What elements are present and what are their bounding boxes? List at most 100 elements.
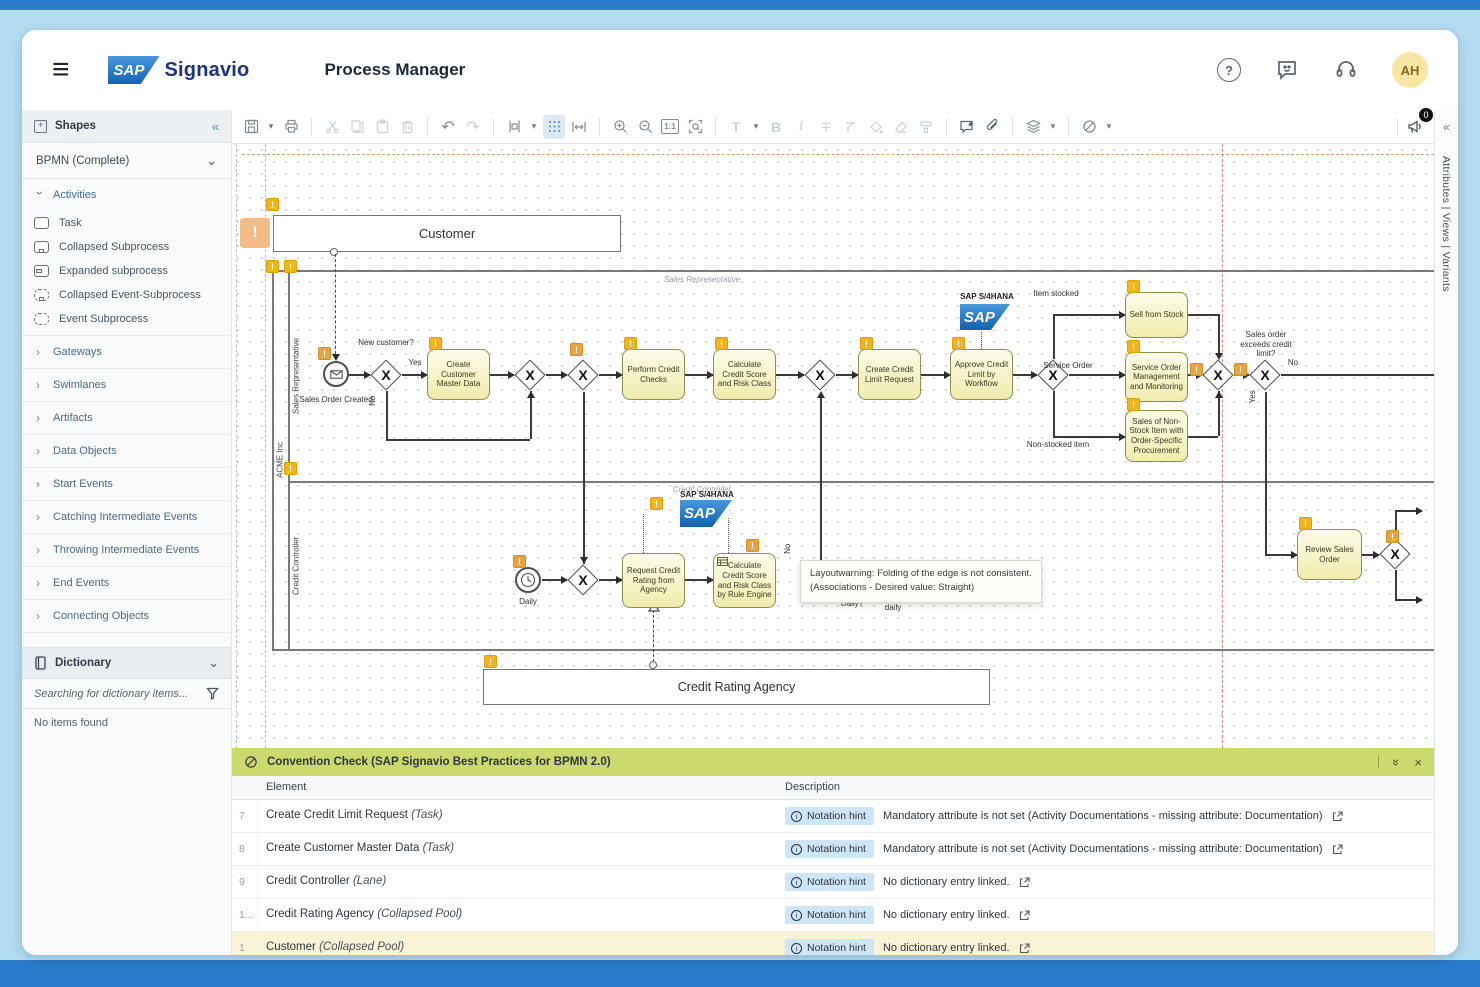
warning-badge[interactable]: !	[570, 343, 583, 356]
align-dropdown-caret[interactable]: ▾	[531, 121, 537, 131]
zoom-fit-icon[interactable]	[684, 115, 706, 139]
text-color-icon[interactable]	[840, 115, 862, 139]
resize-width-icon[interactable]	[568, 115, 590, 139]
section-activities[interactable]: › Activities	[22, 179, 231, 211]
convention-check-icon[interactable]	[1078, 115, 1100, 139]
warning-badge[interactable]: !	[1234, 363, 1247, 376]
palette-select[interactable]: BPMN (Complete) ⌄	[22, 143, 231, 179]
sequence-flow[interactable]	[1188, 436, 1218, 438]
section-data-objects[interactable]: ›Data Objects	[22, 435, 231, 467]
association[interactable]	[643, 514, 644, 553]
sequence-flow[interactable]	[542, 579, 567, 581]
external-link-icon[interactable]	[1332, 810, 1343, 822]
task-service-order-management[interactable]: Service Order Management and Monitoring	[1125, 352, 1188, 402]
sequence-flow[interactable]	[349, 374, 370, 376]
section-swimlanes[interactable]: ›Swimlanes	[22, 369, 231, 401]
close-panel-icon[interactable]: ×	[1414, 754, 1422, 770]
sap-s4hana-logo[interactable]: SAP	[960, 304, 1010, 330]
sequence-flow[interactable]	[1395, 570, 1397, 599]
shape-item-collapsed-event-subprocess[interactable]: Collapsed Event-Subprocess	[22, 283, 231, 307]
section-throwing-events[interactable]: ›Throwing Intermediate Events	[22, 534, 231, 566]
sequence-flow-no[interactable]	[1281, 374, 1434, 376]
sequence-flow[interactable]	[583, 392, 585, 564]
gateway-split-1[interactable]: X	[567, 359, 599, 391]
eraser-icon[interactable]	[890, 115, 912, 139]
message-flow[interactable]	[335, 254, 336, 354]
warning-badge[interactable]: !	[1127, 280, 1140, 293]
start-event-message[interactable]	[323, 361, 349, 387]
task-calculate-credit-score[interactable]: Calculate Credit Score and Risk Class	[713, 349, 776, 400]
warning-badge[interactable]: !	[266, 198, 279, 211]
lane-label-credit-controller[interactable]: Credit Controller	[291, 536, 301, 596]
filter-funnel-icon[interactable]	[206, 687, 219, 700]
message-flow[interactable]	[653, 610, 654, 662]
sequence-flow[interactable]	[685, 374, 713, 376]
task-review-sales-order[interactable]: Review Sales Order	[1297, 529, 1362, 580]
paste-icon[interactable]	[371, 115, 393, 139]
layers-icon[interactable]	[1022, 115, 1044, 139]
brand-logo[interactable]: SAP Signavio	[107, 56, 250, 84]
shape-item-collapsed-subprocess[interactable]: Collapsed Subprocess	[22, 235, 231, 259]
strikethrough-icon[interactable]: T	[821, 118, 831, 135]
right-rail-tabs[interactable]: Attributes | Views | Variants	[1440, 156, 1452, 292]
warning-badge[interactable]: !	[624, 337, 637, 350]
task-perform-credit-checks[interactable]: Perform Credit Checks	[622, 349, 685, 400]
sequence-flow[interactable]	[1395, 510, 1397, 538]
delete-icon[interactable]	[396, 115, 418, 139]
warning-badge[interactable]: !	[318, 347, 331, 360]
fill-color-icon[interactable]	[865, 115, 887, 139]
warning-badge[interactable]: !	[266, 260, 279, 273]
attachment-icon[interactable]	[981, 115, 1003, 139]
sequence-flow[interactable]	[1053, 391, 1055, 436]
task-calculate-score-rule-engine[interactable]: Calculate Credit Score and Risk Class by…	[713, 553, 776, 608]
external-link-icon[interactable]	[1332, 843, 1343, 855]
sequence-flow[interactable]	[1053, 314, 1055, 359]
sequence-flow[interactable]	[1218, 314, 1220, 353]
sequence-flow[interactable]	[546, 374, 567, 376]
zoom-in-icon[interactable]	[609, 115, 631, 139]
start-event-timer[interactable]	[515, 567, 541, 593]
sequence-flow[interactable]	[402, 374, 427, 376]
dictionary-search-input[interactable]	[34, 687, 200, 700]
warning-badge[interactable]: !	[1127, 398, 1140, 411]
announcements-icon[interactable]: 0	[1404, 107, 1433, 139]
external-link-icon[interactable]	[1019, 942, 1030, 954]
avatar[interactable]: AH	[1392, 52, 1428, 88]
collapse-right-panel-icon[interactable]: «	[1443, 120, 1450, 134]
zoom-out-icon[interactable]	[634, 115, 656, 139]
warning-badge[interactable]: !	[746, 539, 759, 552]
task-create-customer-master-data[interactable]: Create Customer Master Data	[427, 349, 490, 400]
gateway-merge-1[interactable]: X	[514, 359, 546, 391]
warning-badge[interactable]: !	[650, 497, 663, 510]
shape-item-task[interactable]: Task	[22, 211, 231, 235]
association[interactable]	[981, 332, 982, 349]
shapes-panel-header[interactable]: + Shapes «	[22, 110, 231, 143]
feedback-chat-icon[interactable]	[1274, 57, 1300, 83]
support-headset-icon[interactable]	[1333, 57, 1359, 83]
print-button[interactable]	[280, 115, 302, 139]
sequence-flow[interactable]	[1053, 436, 1125, 438]
sequence-flow[interactable]	[599, 579, 622, 581]
task-approve-credit-limit[interactable]: Approve Credit Limit by Workflow	[950, 349, 1013, 400]
layers-dropdown-caret[interactable]: ▾	[1050, 121, 1056, 131]
table-row[interactable]: 1... Credit Rating Agency (Collapsed Poo…	[232, 899, 1434, 932]
warning-badge[interactable]: !	[952, 337, 965, 350]
sequence-flow[interactable]	[1218, 391, 1220, 436]
warning-badge[interactable]: !	[1299, 517, 1312, 530]
sequence-flow[interactable]	[386, 391, 388, 439]
help-icon[interactable]: ?	[1217, 58, 1241, 82]
sequence-flow[interactable]	[685, 579, 713, 581]
gateway-exceeds-credit[interactable]: X	[1249, 359, 1281, 391]
hamburger-menu-icon[interactable]: ≡	[52, 53, 70, 86]
lane-label-sales-rep[interactable]: Sales Representative	[291, 337, 301, 415]
pool-credit-rating-agency[interactable]: Credit Rating Agency	[483, 669, 990, 705]
section-connecting-objects[interactable]: ›Connecting Objects	[22, 600, 231, 632]
sequence-flow-yes[interactable]	[1265, 392, 1267, 554]
